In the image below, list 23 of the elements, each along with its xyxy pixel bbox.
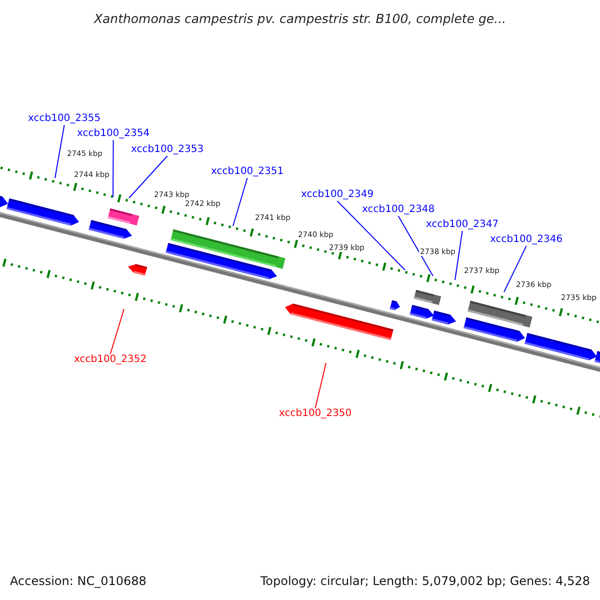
leader-line [110,308,124,354]
gene-label: xccb100_2348 [362,204,435,216]
gene-label: xccb100_2355 [28,113,101,125]
gene-label: xccb100_2354 [77,128,150,140]
leader-line [398,216,434,276]
gene-label: xccb100_2347 [426,219,499,231]
gene-label: xccb100_2349 [301,189,374,201]
leader-line [454,230,463,280]
accession-text: Accession: NC_010688 [10,574,146,588]
gene-label: xccb100_2350 [279,408,352,420]
leader-line [232,178,248,226]
leader-line [314,362,326,408]
leader-line [128,156,168,198]
gene-label: xccb100_2351 [211,166,284,178]
leader-line [54,124,65,178]
gene-label: xccb100_2353 [131,144,204,156]
leader-line [504,246,527,292]
genome-info-text: Topology: circular; Length: 5,079,002 bp; Genes: 4,528 [260,574,590,588]
map-title: Xanthomonas campestris pv. campestris str. B100, complete ge... [92,11,508,26]
gene-label: xccb100_2352 [74,354,147,366]
gene-label: xccb100_2346 [490,234,563,246]
leader-line [336,200,406,270]
leader-line [112,140,114,198]
